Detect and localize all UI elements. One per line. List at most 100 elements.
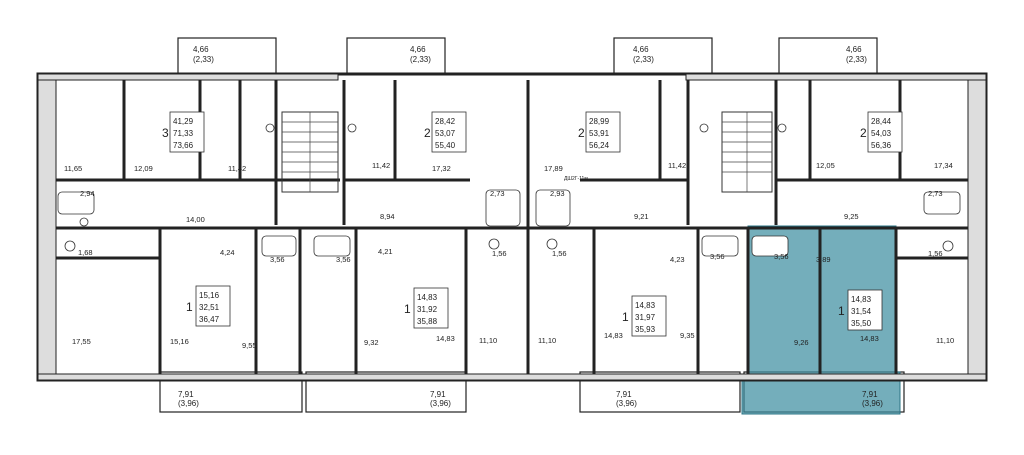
room-area: 11,65 xyxy=(64,164,82,173)
room-area: 11,10 xyxy=(936,336,954,345)
room-area: 1,56 xyxy=(552,249,567,258)
apartment-4-b: 54,03 xyxy=(871,129,892,138)
toilet-icon xyxy=(546,238,558,250)
balcony-top-2-area: 4,66 xyxy=(410,45,426,54)
sink-icon xyxy=(265,123,275,133)
room-area: 3,56 xyxy=(710,252,725,261)
room-area: 3,56 xyxy=(336,255,351,264)
bathroom-fixtures xyxy=(57,123,961,257)
balcony-top-3-area: 4,66 xyxy=(633,45,649,54)
apartment-7-rooms: 1 xyxy=(622,310,629,324)
balcony-bottom-3-area: 7,91 xyxy=(616,390,632,399)
toilet-icon xyxy=(942,240,954,252)
apartment-7-b: 31,97 xyxy=(635,313,656,322)
apartment-5-b: 32,51 xyxy=(199,303,220,312)
room-area: 9,21 xyxy=(634,212,649,221)
apartment-6-rooms: 1 xyxy=(404,302,411,316)
apartment-5-rooms: 1 xyxy=(186,300,193,314)
sink-icon xyxy=(347,123,357,133)
apartment-8-a: 14,83 xyxy=(851,295,872,304)
apartment-7-a: 14,83 xyxy=(635,301,656,310)
room-area: 11,42 xyxy=(372,161,390,170)
balcony-top-2-sub: (2,33) xyxy=(410,55,431,64)
room-area: 14,83 xyxy=(436,334,455,343)
room-area: 1,68 xyxy=(78,248,93,257)
room-area: 17,55 xyxy=(72,337,91,346)
room-area: 12,09 xyxy=(134,164,153,173)
room-area: 12,05 xyxy=(816,161,835,170)
interior-walls xyxy=(56,80,968,374)
annotation-label: ДШ2Г-11м xyxy=(564,176,588,182)
bathtub-icon xyxy=(535,189,571,227)
room-area: 1,56 xyxy=(928,249,943,258)
room-area: 3,56 xyxy=(270,255,285,264)
balcony-top-3 xyxy=(613,37,713,75)
balcony-bottom-4-sub: (3,96) xyxy=(862,399,883,408)
balcony-bottom-2-sub: (3,96) xyxy=(430,399,451,408)
apartment-8-b: 31,54 xyxy=(851,307,872,316)
sink-icon xyxy=(699,123,709,133)
room-area: 2,94 xyxy=(80,189,95,198)
apartment-3-c: 56,24 xyxy=(589,141,610,150)
balcony-bottom-labels: 7,91 (3,96) 7,91 (3,96) 7,91 (3,96) 7,91… xyxy=(178,390,883,408)
staircase-right xyxy=(721,111,773,193)
apartment-2-c: 55,40 xyxy=(435,141,456,150)
apartment-2-a: 28,42 xyxy=(435,117,456,126)
balcony-bottom-3-sub: (3,96) xyxy=(616,399,637,408)
room-area: 8,94 xyxy=(380,212,395,221)
sink-icon xyxy=(777,123,787,133)
room-area: 11,10 xyxy=(479,336,497,345)
apartment-1-b: 71,33 xyxy=(173,129,194,138)
balcony-top-labels: 4,66 (2,33) 4,66 (2,33) 4,66 (2,33) 4,66… xyxy=(193,45,867,64)
apartment-3-rooms: 2 xyxy=(578,126,585,140)
room-area: 15,16 xyxy=(170,337,189,346)
apartment-boxes xyxy=(169,111,903,337)
apartment-2-b: 53,07 xyxy=(435,129,456,138)
balcony-top-4-area: 4,66 xyxy=(846,45,862,54)
balcony-top-1-area: 4,66 xyxy=(193,45,209,54)
room-area: 2,73 xyxy=(490,189,505,198)
bathtub-icon xyxy=(261,235,297,257)
apartment-1-rooms: 3 xyxy=(162,126,169,140)
apartment-3-b: 53,91 xyxy=(589,129,610,138)
apartment-4-rooms: 2 xyxy=(860,126,867,140)
toilet-icon xyxy=(488,238,500,250)
bathtub-icon xyxy=(701,235,739,257)
apartment-8-c: 35,50 xyxy=(851,319,872,328)
balcony-top-1-sub: (2,33) xyxy=(193,55,214,64)
balcony-bottom-1-sub: (3,96) xyxy=(178,399,199,408)
room-area: 2,73 xyxy=(928,189,943,198)
room-area: 11,42 xyxy=(228,164,246,173)
sink-icon xyxy=(79,217,89,227)
room-area: 3,56 xyxy=(774,252,789,261)
bathtub-icon xyxy=(485,189,521,227)
room-area: 9,25 xyxy=(844,212,859,221)
room-area: 14,83 xyxy=(604,331,623,340)
balcony-top-3-sub: (2,33) xyxy=(633,55,654,64)
toilet-icon xyxy=(64,240,76,252)
apartment-6-b: 31,92 xyxy=(417,305,438,314)
room-area: 14,83 xyxy=(860,334,879,343)
apartment-8-rooms: 1 xyxy=(838,304,845,318)
balcony-top-4-sub: (2,33) xyxy=(846,55,867,64)
balcony-top-1 xyxy=(177,37,277,75)
bathtub-icon xyxy=(313,235,351,257)
room-area: 9,32 xyxy=(364,338,379,347)
room-area: 17,89 xyxy=(544,164,563,173)
room-area: 1,56 xyxy=(492,249,507,258)
apartment-6-a: 14,83 xyxy=(417,293,438,302)
apartment-1-a: 41,29 xyxy=(173,117,194,126)
room-area: 4,24 xyxy=(220,248,235,257)
room-area-labels: 11,65 12,09 11,42 11,42 17,32 17,89 11,4… xyxy=(64,161,954,350)
apartment-5-a: 15,16 xyxy=(199,291,220,300)
apartment-labels: 3 41,29 71,33 73,66 2 28,42 53,07 55,40 … xyxy=(162,117,892,334)
balcony-bottom-2-area: 7,91 xyxy=(430,390,446,399)
room-area: 9,26 xyxy=(794,338,809,347)
balcony-bottom-1-area: 7,91 xyxy=(178,390,194,399)
balcony-bottom-4-area: 7,91 xyxy=(862,390,878,399)
room-area: 9,35 xyxy=(680,331,695,340)
apartment-2-rooms: 2 xyxy=(424,126,431,140)
apartment-7-c: 35,93 xyxy=(635,325,656,334)
room-area: 3,89 xyxy=(816,255,831,264)
apartment-4-c: 56,36 xyxy=(871,141,892,150)
